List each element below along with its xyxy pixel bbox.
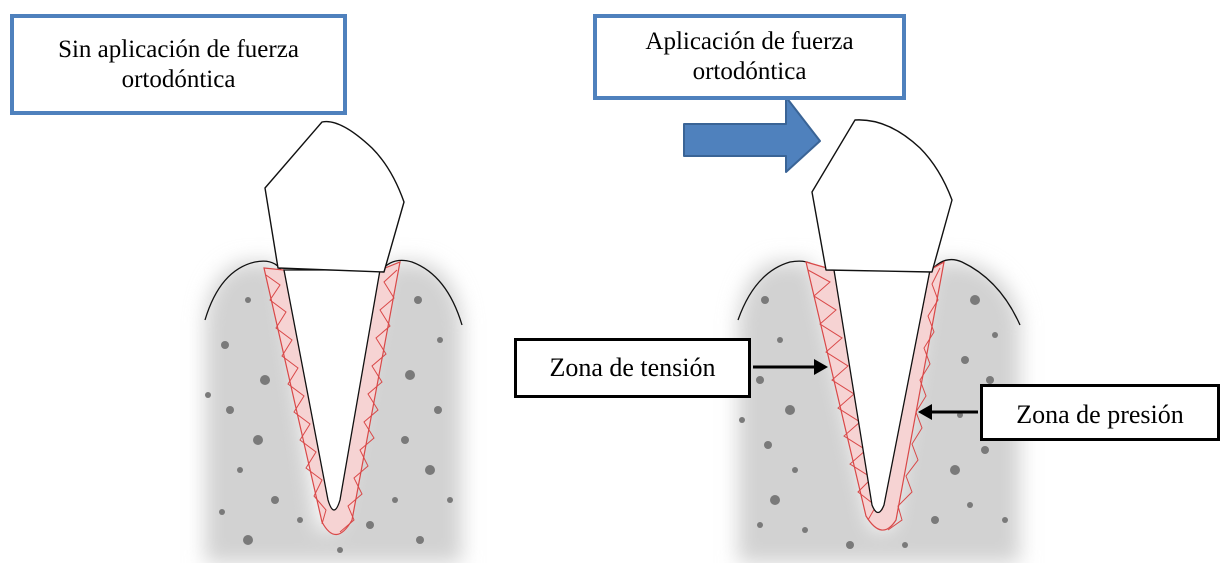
right-tooth-diagram <box>738 120 1020 563</box>
right-crown <box>812 120 952 272</box>
left-tooth-diagram <box>205 122 462 563</box>
label-pressure-zone-text: Zona de presión <box>1016 399 1184 430</box>
label-without-force: Sin aplicación de fuerza ortodóntica <box>10 14 347 115</box>
label-tension-zone: Zona de tensión <box>514 338 751 398</box>
label-with-force-text: Aplicación de fuerza ortodóntica <box>597 27 902 87</box>
label-tension-zone-text: Zona de tensión <box>549 352 715 383</box>
force-arrow-icon <box>684 97 820 172</box>
label-without-force-text: Sin aplicación de fuerza ortodóntica <box>14 35 343 95</box>
label-with-force: Aplicación de fuerza ortodóntica <box>593 14 906 100</box>
left-crown <box>265 122 404 272</box>
label-pressure-zone: Zona de presión <box>980 384 1220 441</box>
